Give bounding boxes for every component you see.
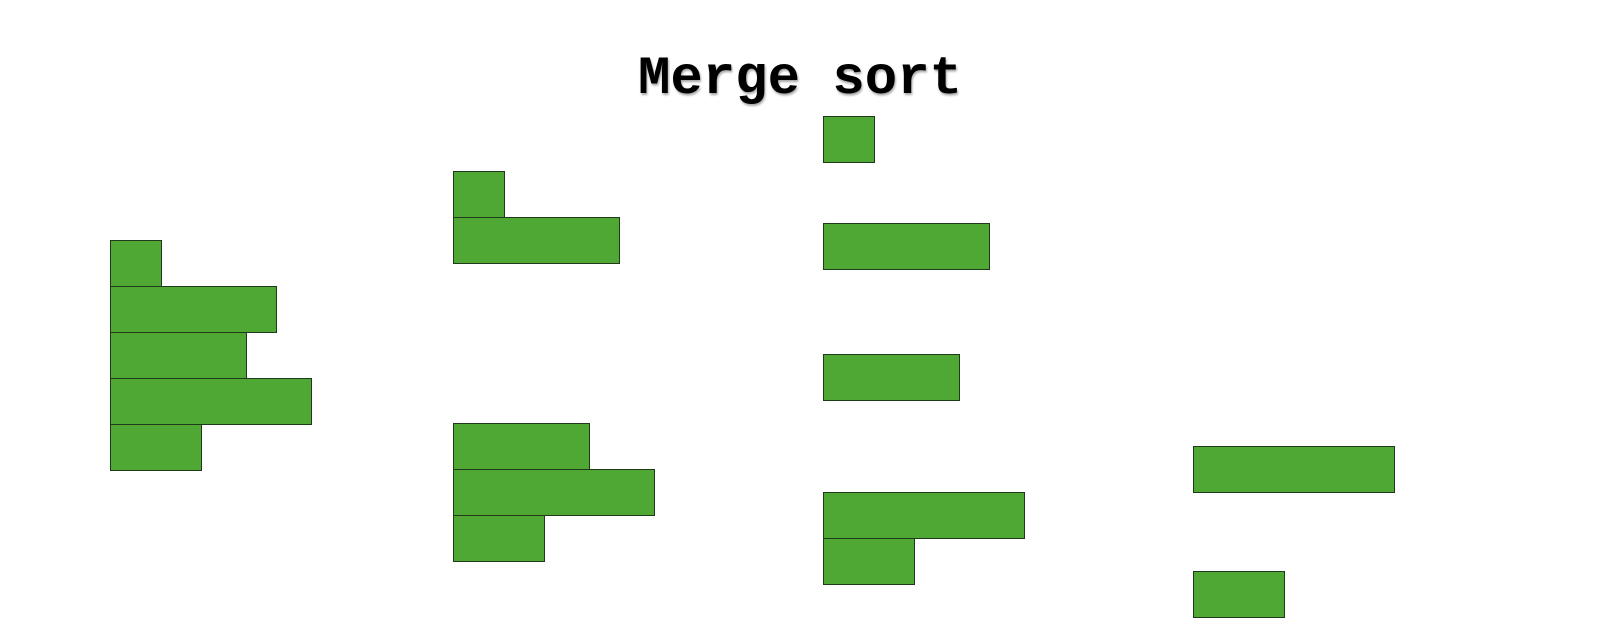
bar-full-array-group1-item2 <box>110 286 277 333</box>
bar-split-1-group2-item2 <box>453 469 655 516</box>
bar-split-1-group1-item2 <box>453 217 620 264</box>
bar-split-3-group2-item1 <box>1193 571 1285 618</box>
bar-split-1-group1-item1 <box>453 171 505 218</box>
bar-split-2-group4-item1 <box>823 492 1025 539</box>
bar-full-array-group1-item1 <box>110 240 162 287</box>
diagram-title: Merge sort <box>637 49 963 110</box>
bar-split-2-group3-item1 <box>823 354 960 401</box>
bar-split-2-group2-item1 <box>823 223 990 270</box>
bar-full-array-group1-item3 <box>110 332 247 379</box>
bar-full-array-group1-item5 <box>110 424 202 471</box>
bar-split-3-group1-item1 <box>1193 446 1395 493</box>
bar-split-1-group2-item3 <box>453 515 545 562</box>
bar-full-array-group1-item4 <box>110 378 312 425</box>
bar-split-1-group2-item1 <box>453 423 590 470</box>
bar-split-2-group1-item1 <box>823 116 875 163</box>
bar-split-2-group4-item2 <box>823 538 915 585</box>
